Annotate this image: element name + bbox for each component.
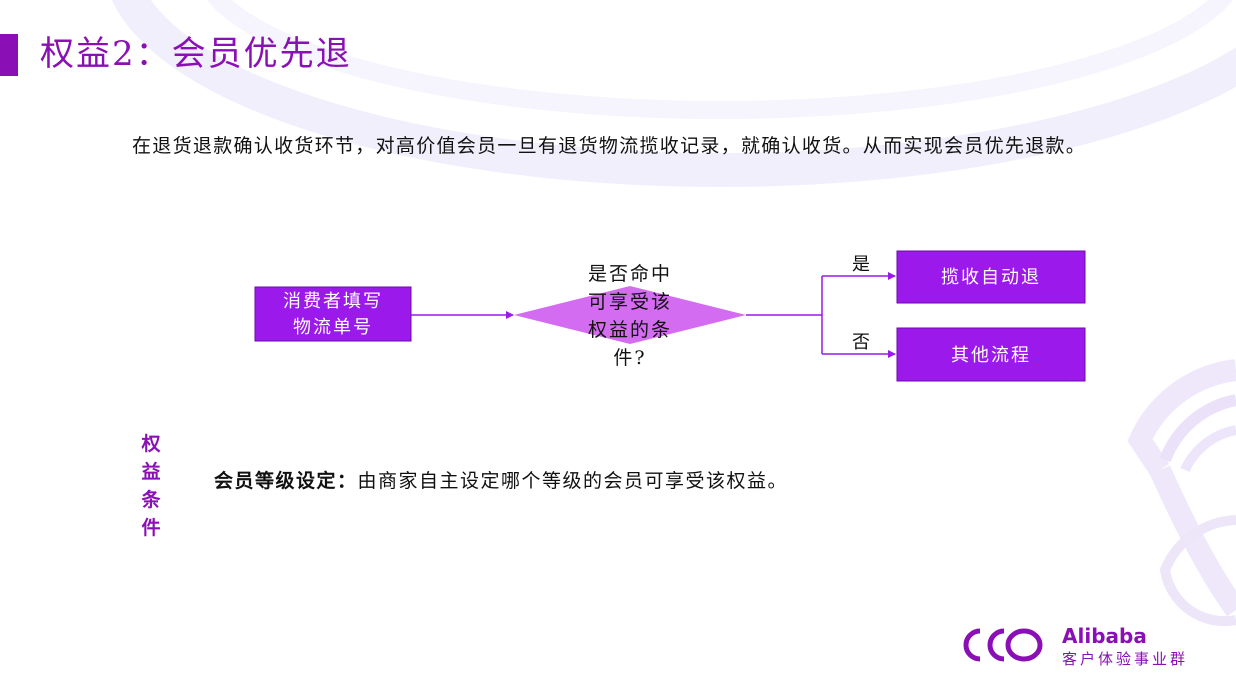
title-accent-bar	[0, 34, 18, 76]
start-node-line1: 消费者填写	[283, 291, 383, 312]
yes-label: 是	[852, 254, 870, 275]
decision-line4: 件?	[613, 347, 646, 369]
decision-line3: 权益的条	[588, 319, 672, 341]
condition-detail: 由商家自主设定哪个等级的会员可享受该权益。	[357, 470, 789, 492]
no-label: 否	[852, 332, 870, 353]
brand-logo-icon	[963, 628, 1043, 662]
condition-label-char: 件	[141, 517, 161, 539]
no-node-label: 其他流程	[951, 345, 1031, 366]
branch-connectors	[746, 272, 896, 358]
condition-label-char: 益	[141, 461, 161, 483]
yes-node-label: 揽收自动退	[941, 267, 1041, 288]
condition-label-char: 条	[141, 489, 161, 511]
brand-subtitle: 客户体验事业群	[1062, 650, 1189, 668]
condition-label: 权 益 条 件	[138, 430, 164, 542]
decision-line1: 是否命中	[588, 263, 672, 285]
decision-line2: 可享受该	[588, 291, 672, 313]
condition-lead: 会员等级设定：	[214, 470, 358, 492]
start-node: 消费者填写 物流单号	[254, 286, 412, 342]
decision-node: 是否命中 可享受该 权益的条 件?	[514, 263, 746, 369]
yes-node: 揽收自动退	[896, 250, 1086, 304]
no-node: 其他流程	[896, 327, 1086, 382]
start-node-line2: 物流单号	[293, 317, 373, 338]
condition-text: 会员等级设定：由商家自主设定哪个等级的会员可享受该权益。	[214, 466, 788, 493]
intro-paragraph: 在退货退款确认收货环节，对高价值会员一旦有退货物流揽收记录，就确认收货。从而实现…	[132, 135, 1087, 157]
page-title: 权益2：会员优先退	[40, 34, 352, 74]
brand-name: Alibaba	[1062, 624, 1147, 648]
condition-label-char: 权	[141, 433, 161, 455]
